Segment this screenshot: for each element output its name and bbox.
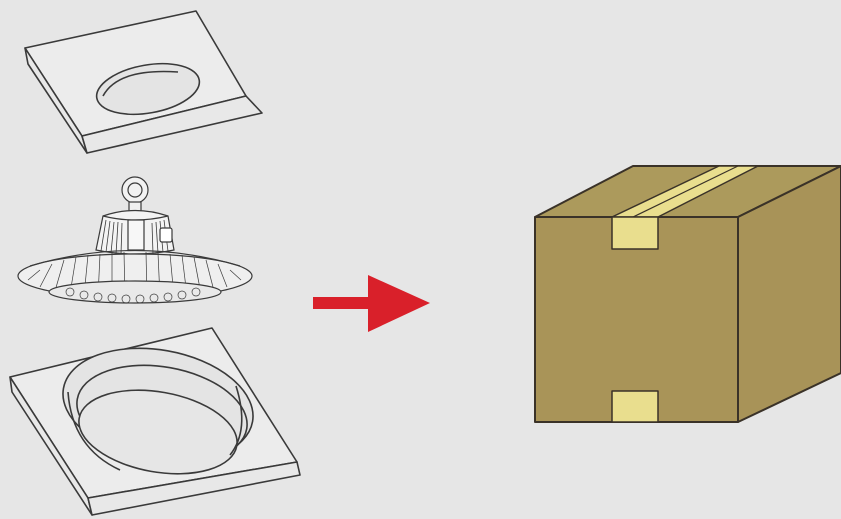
right-arrow-icon [313,275,430,332]
bottom-foam-tray [10,328,300,515]
top-foam-insert [25,11,262,153]
shipping-box-icon [535,166,841,422]
highbay-light [18,177,252,303]
